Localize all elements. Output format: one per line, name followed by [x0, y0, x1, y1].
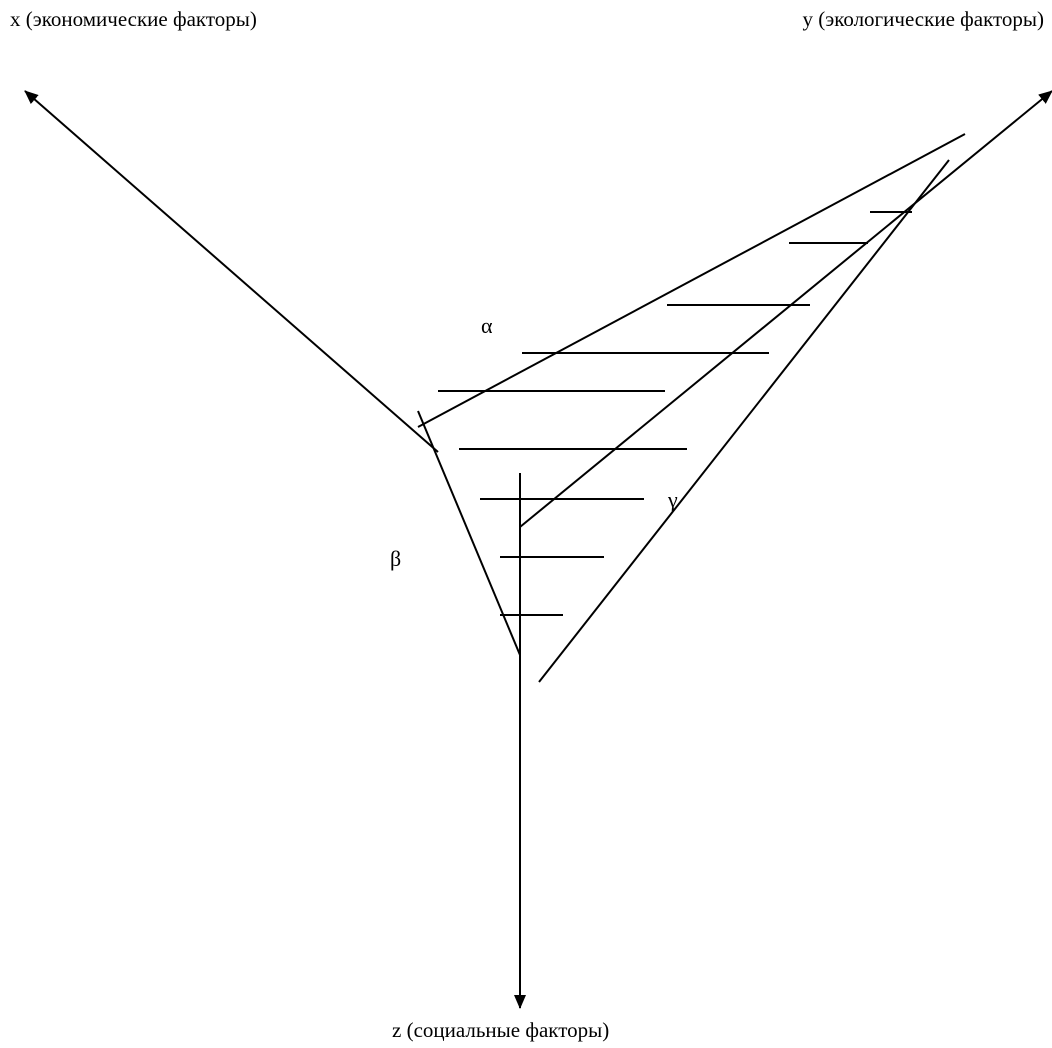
beta-angle-label: β — [390, 546, 402, 571]
hatching — [438, 211, 912, 616]
z-axis-label: z (социальные факторы) — [392, 1018, 610, 1042]
gamma-boundary-line — [538, 159, 950, 683]
alpha-boundary-line — [417, 133, 966, 428]
y-axis-label: y (экологические факторы) — [802, 7, 1044, 31]
beta-boundary-line — [417, 410, 521, 656]
x-axis-line — [24, 90, 439, 453]
y-axis-line — [519, 90, 1052, 528]
x-axis-label: x (экономические факторы) — [10, 7, 257, 31]
gamma-angle-label: γ — [668, 487, 678, 512]
alpha-angle-label: α — [481, 313, 493, 338]
